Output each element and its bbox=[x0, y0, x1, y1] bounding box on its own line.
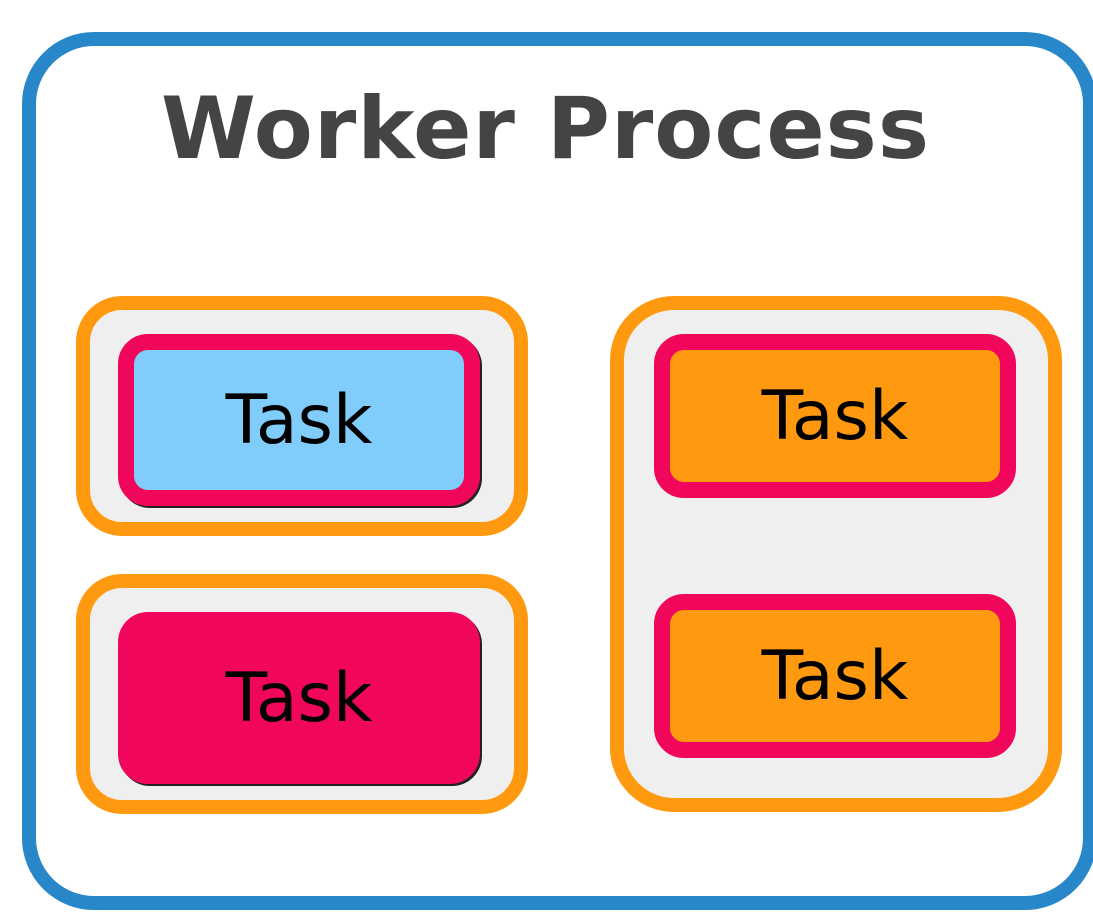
worker-process-title: Worker Process bbox=[160, 79, 931, 179]
task-label: Task bbox=[225, 658, 373, 738]
task-label: Task bbox=[761, 376, 909, 456]
task-label: Task bbox=[761, 636, 909, 716]
task-blue: Task bbox=[118, 334, 480, 506]
task-orange-bottom: Task bbox=[654, 594, 1016, 758]
task-label: Task bbox=[225, 380, 373, 460]
task-orange-top: Task bbox=[654, 334, 1016, 498]
task-red: Task bbox=[118, 612, 480, 784]
